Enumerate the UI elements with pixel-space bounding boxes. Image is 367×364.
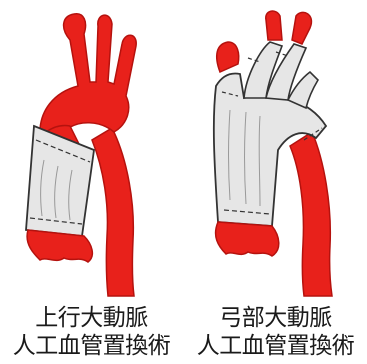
- ascending-aorta-illustration: [0, 0, 183, 298]
- aortic-arch-illustration: [184, 0, 367, 298]
- caption-arch-line1: 弓部大動脈: [184, 304, 367, 332]
- graft: [26, 126, 94, 236]
- caption-arch-line2: 人工血管置換術: [184, 332, 367, 360]
- caption-ascending-line2: 人工血管置換術: [0, 332, 183, 360]
- caption-arch: 弓部大動脈 人工血管置換術: [184, 304, 367, 360]
- caption-ascending: 上行大動脈 人工血管置換術: [0, 304, 183, 360]
- caption-ascending-line1: 上行大動脈: [0, 304, 183, 332]
